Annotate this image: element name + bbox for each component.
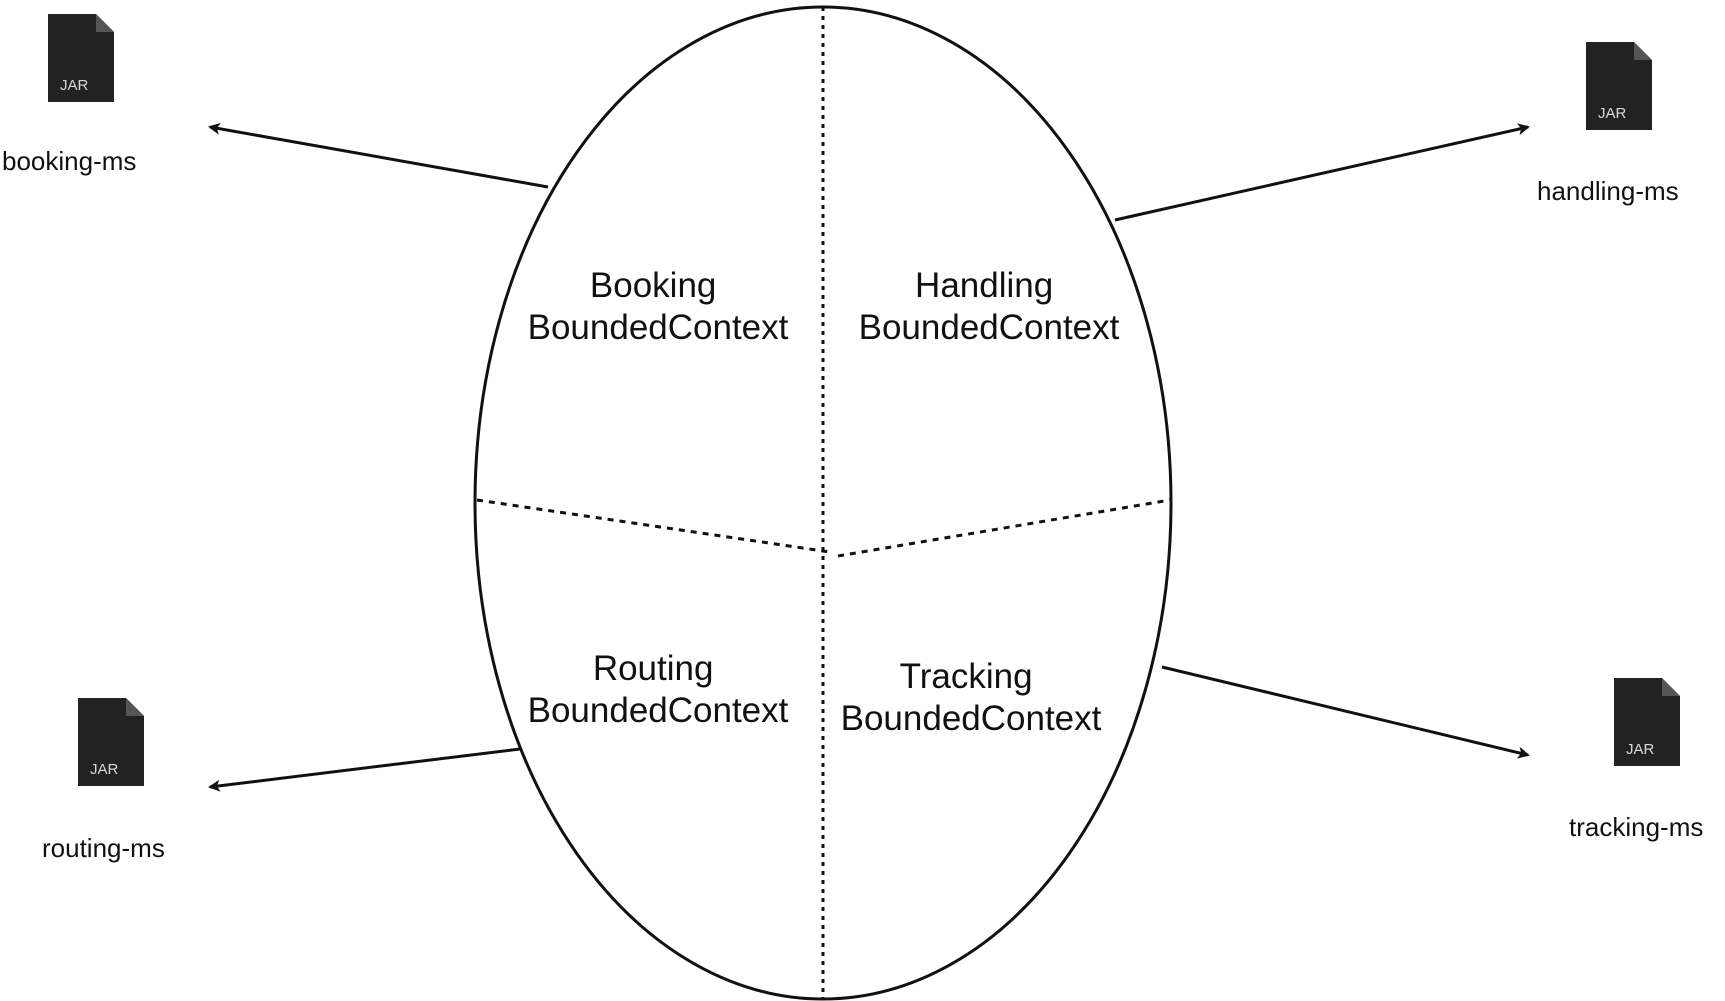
- jar-file-icon: JAR: [1586, 42, 1652, 130]
- service-label-routing-ms: routing-ms: [42, 833, 165, 863]
- context-booking-line2: BoundedContext: [528, 308, 789, 347]
- context-tracking-line1: Tracking: [900, 657, 1033, 696]
- context-routing-line2: BoundedContext: [528, 691, 789, 730]
- right-partition-line: [837, 498, 1171, 558]
- jar-file-icon: JAR: [1614, 678, 1680, 766]
- context-label-tracking: Tracking BoundedContext: [841, 657, 1102, 738]
- arrow-to-booking-ms: [208, 122, 549, 189]
- context-label-handling: Handling BoundedContext: [859, 266, 1120, 347]
- service-label-tracking-ms: tracking-ms: [1569, 812, 1703, 842]
- context-routing-line1: Routing: [593, 649, 714, 688]
- context-handling-line1: Handling: [915, 266, 1053, 305]
- context-label-routing: Routing BoundedContext: [528, 649, 789, 730]
- context-label-booking: Booking BoundedContext: [528, 266, 789, 347]
- context-handling-line2: BoundedContext: [859, 308, 1120, 347]
- context-tracking-line2: BoundedContext: [841, 699, 1102, 738]
- arrow-to-handling-ms: [1114, 123, 1530, 222]
- arrow-to-tracking-ms: [1161, 665, 1530, 759]
- jar-icon-text: JAR: [1626, 741, 1655, 758]
- jar-icon-text: JAR: [60, 77, 89, 94]
- context-booking-line1: Booking: [590, 266, 716, 305]
- jar-file-icon: JAR: [78, 698, 144, 786]
- service-label-handling-ms: handling-ms: [1537, 176, 1679, 206]
- arrow-to-routing-ms: [208, 747, 521, 792]
- left-partition-line: [476, 498, 831, 554]
- jar-icon-text: JAR: [90, 761, 119, 778]
- service-label-booking-ms: booking-ms: [2, 146, 136, 176]
- jar-file-icon: JAR: [48, 14, 114, 102]
- jar-icon-text: JAR: [1598, 105, 1627, 122]
